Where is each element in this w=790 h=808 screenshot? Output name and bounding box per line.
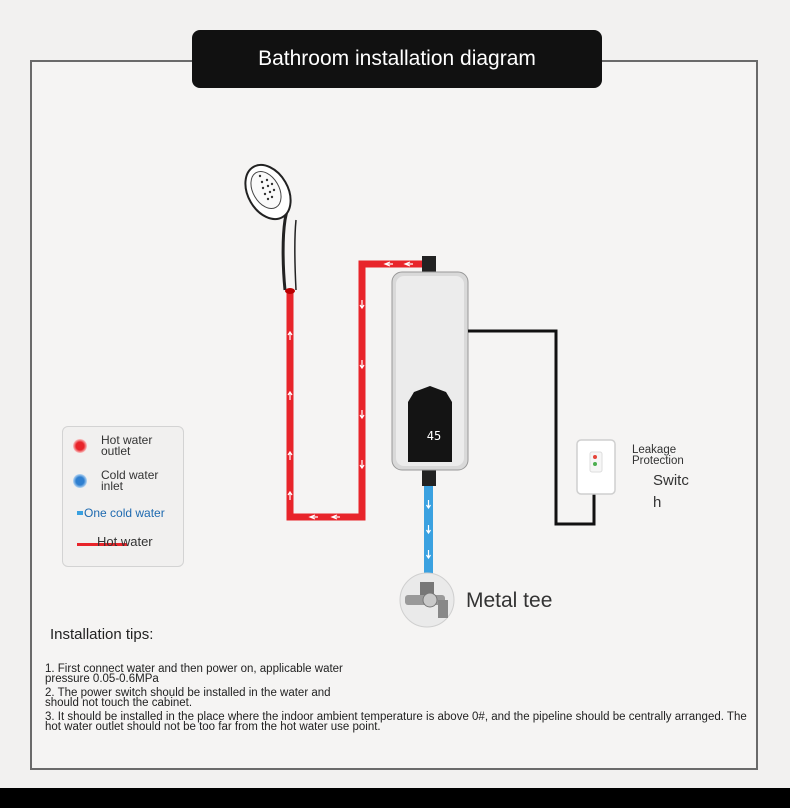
legend-one-cold-water: One cold water (84, 506, 165, 520)
tip-1: 1. First connect water and then power on… (45, 663, 343, 685)
diagram-title: Bathroom installation diagram (192, 30, 602, 88)
tip-3: 3. It should be installed in the place w… (45, 711, 747, 733)
heater-display-readout: 45 (427, 429, 441, 443)
metal-tee-icon (399, 572, 455, 628)
shower-head-icon (244, 163, 297, 294)
installation-tips-heading: Installation tips: (50, 626, 154, 643)
power-cable (468, 329, 596, 526)
water-heater: 45 (391, 256, 469, 486)
cold-water-pipe (424, 484, 433, 576)
legend-hot-water: Hot water (97, 534, 153, 549)
metal-tee-label: Metal tee (466, 589, 553, 612)
hot-pipe-arrows (287, 261, 413, 520)
hot-water-outlet-icon (73, 439, 87, 453)
hot-water-swatch (77, 543, 127, 546)
legend: Hot water outlet Cold water inlet One co… (62, 426, 184, 567)
leakage-protection-switch-icon (576, 439, 616, 495)
tip-2: 2. The power switch should be installed … (45, 687, 331, 709)
switch-label: Switc h (653, 472, 689, 511)
leakage-protection-label: Leakage Protection (632, 444, 684, 467)
legend-cold-water-inlet: Cold water inlet (101, 468, 159, 493)
legend-hot-water-outlet: Hot water outlet (101, 433, 153, 458)
bottom-bar (0, 788, 790, 808)
cold-water-inlet-icon (73, 474, 87, 488)
one-cold-water-swatch (77, 511, 83, 515)
